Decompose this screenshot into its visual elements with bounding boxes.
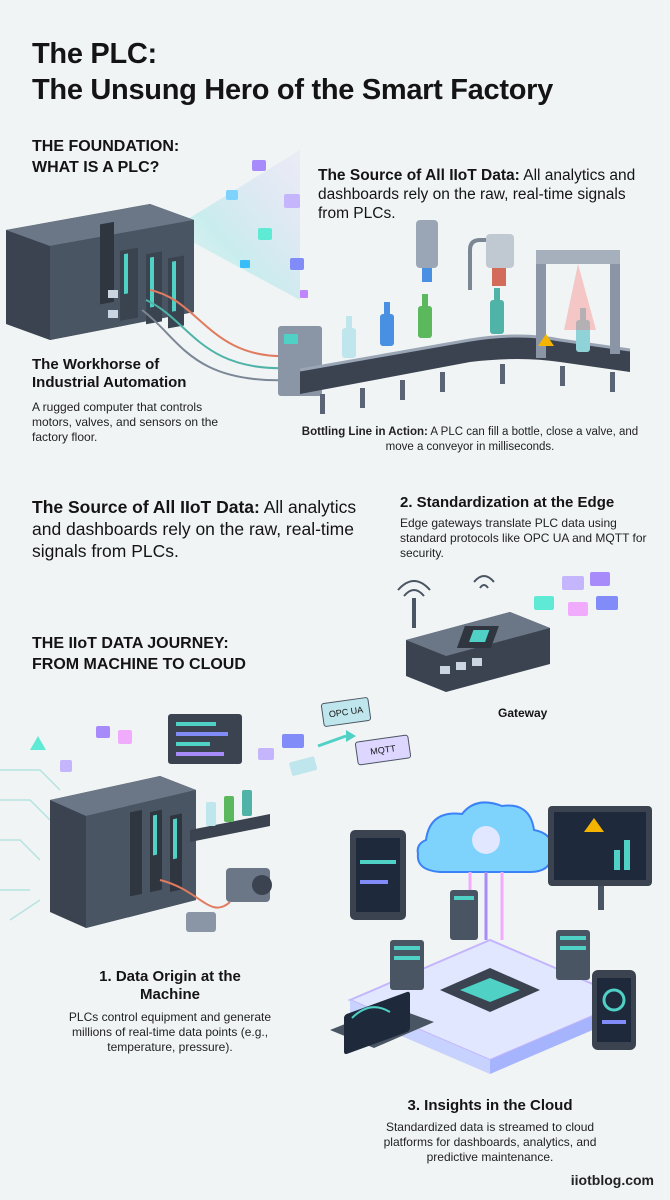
title-line-2: The Unsung Hero of the Smart Factory [32, 74, 553, 106]
foundation-heading-line-1: THE FOUNDATION: [32, 138, 180, 155]
dashboard-screen [168, 714, 242, 764]
bottling-caption-text: A PLC can fill a bottle, close a valve, … [385, 426, 639, 453]
origin-title-line-1: 1. Data Origin at the [99, 968, 241, 985]
title-line-1: The PLC: [32, 38, 157, 70]
bottling-line-illustration [6, 150, 631, 414]
workhorse-title-line-1: The Workhorse of [32, 356, 160, 373]
bottles [342, 288, 590, 358]
servers [390, 890, 590, 990]
cloud-title: 3. Insights in the Cloud [407, 1097, 573, 1114]
wifi-icon [397, 575, 495, 597]
journey-heading-line-1: THE IIoT DATA JOURNEY: [32, 635, 229, 652]
cloud-illustration [330, 801, 652, 1074]
journey-heading: THE IIoT DATA JOURNEY: FROM MACHINE TO C… [32, 633, 246, 675]
machine-illustration [0, 714, 356, 932]
foundation-heading-line-2: WHAT IS A PLC? [32, 159, 160, 176]
edge-title: 2. Standardization at the Edge [400, 494, 615, 511]
middle-source-bold: The Source of All IIoT Data: [32, 497, 260, 517]
circuit-lines [0, 769, 61, 921]
origin-text: PLCs control equipment and generate mill… [68, 1010, 272, 1054]
cloud-text: Standardized data is streamed to cloud p… [383, 1120, 597, 1164]
edge-block: 2. Standardization at the Edge Edge gate… [400, 494, 650, 561]
workhorse-text: A rugged computer that controls motors, … [32, 400, 219, 444]
origin-title-line-2: Machine [139, 986, 200, 1003]
data-stream-beam [170, 150, 300, 300]
data-stream-chips [258, 730, 356, 776]
inspection-gate [536, 250, 620, 358]
workhorse-block: The Workhorse of Industrial Automation A… [32, 356, 272, 445]
plc-rack [6, 204, 194, 340]
motor-unit [186, 868, 272, 932]
top-source-bold: The Source of All IIoT Data: [318, 167, 520, 184]
middle-source-body: All analytics and dashboards rely on the… [32, 497, 357, 561]
machine-plc [50, 776, 196, 928]
journey-heading-line-2: FROM MACHINE TO CLOUD [32, 656, 246, 673]
gateway-label: Gateway [498, 706, 548, 720]
workhorse-title-line-2: Industrial Automation [32, 374, 187, 391]
edge-text: Edge gateways translate PLC data using s… [400, 516, 647, 560]
protocol-chips [534, 572, 618, 616]
filler-nozzle [416, 220, 514, 290]
middle-source-text: The Source of All IIoT Data: All analyti… [32, 496, 362, 562]
cloud-block: 3. Insights in the Cloud Standardized da… [360, 1097, 620, 1165]
brain-icon [472, 826, 500, 854]
top-source-body: All analytics and dashboards rely on the… [318, 167, 636, 222]
origin-block: 1. Data Origin at the Machine PLCs contr… [40, 968, 300, 1055]
warning-icon [584, 818, 604, 832]
conveyor-belt [299, 334, 631, 414]
mini-conveyor [190, 790, 270, 842]
bottling-caption-bold: Bottling Line in Action: [301, 426, 428, 438]
site-footer[interactable]: iiotblog.com [570, 1172, 654, 1188]
bottling-caption: Bottling Line in Action: A PLC can fill … [300, 425, 640, 455]
gateway-illustration [397, 572, 618, 692]
page-title: The PLC: The Unsung Hero of the Smart Fa… [32, 36, 553, 108]
floating-data-icons [226, 160, 308, 298]
foundation-heading: THE FOUNDATION: WHAT IS A PLC? [32, 136, 179, 178]
top-source-text: The Source of All IIoT Data: All analyti… [318, 166, 648, 223]
